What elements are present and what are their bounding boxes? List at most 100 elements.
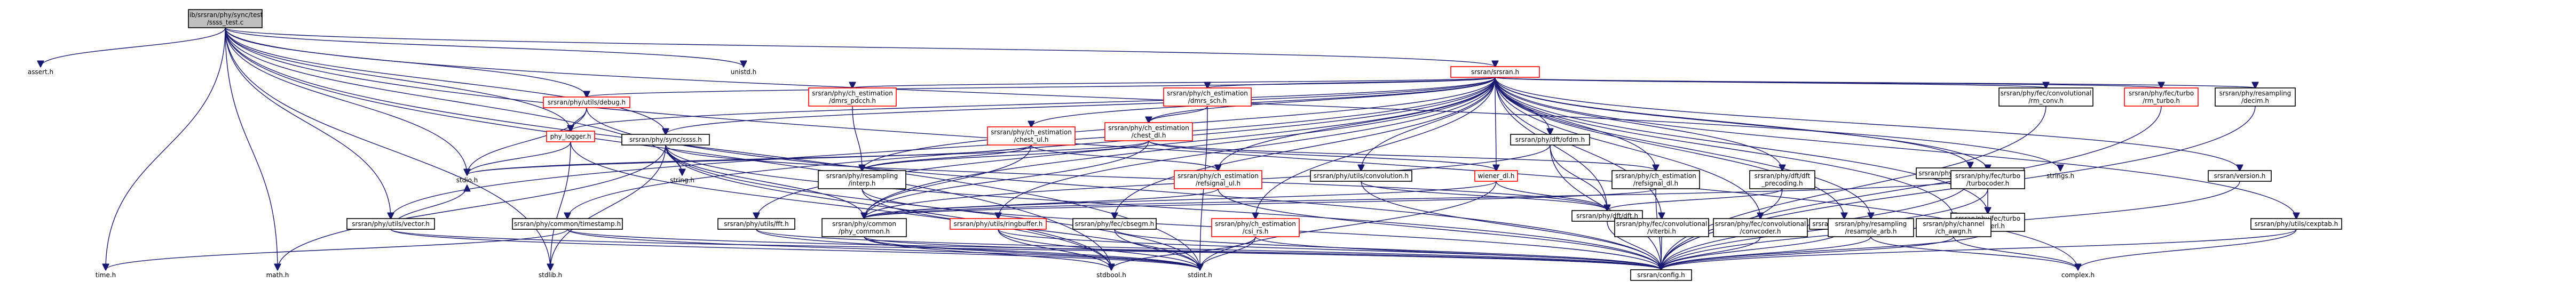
node-string-h: string.h [670,176,694,184]
node-root[interactable]: lib/srsran/phy/sync/test/ssss_test.c [188,9,263,28]
node-label: srsran/phy/sync/ssss.h [629,136,702,143]
edge-srsran_h-to-phy_logger_h [571,77,1496,131]
node-label: srsran/phy/resampling [2219,90,2291,97]
node-refsignal-ul-h[interactable]: srsran/phy/ch_estimation/refsignal_ul.h [1174,170,1262,189]
edge-chest_dl_h-to-resampling_interp_h [862,140,1149,171]
node-dmrs-sch-h[interactable]: srsran/phy/ch_estimation/dmrs_sch.h [1163,87,1252,107]
edge-root-to-unistd_h [225,27,744,67]
node-label: math.h [266,271,289,279]
edge-root-to-srsran_h [225,27,1495,67]
node-cexptab-h[interactable]: srsran/phy/utils/cexptab.h [2250,218,2342,230]
node-resample-arb-h[interactable]: srsran/phy/resampling/resample_arb.h [1828,218,1914,237]
node-srsran-h[interactable]: srsran/srsran.h [1450,66,1540,78]
node-box [543,96,630,108]
node-box [1174,170,1262,189]
node-box [1998,87,2093,107]
edge-phy_logger_h-to-stdlib_h [550,141,571,270]
edge-convolution_h-to-config_h [1361,181,1661,270]
node-timestamp-h[interactable]: srsran/phy/common/timestamp.h [512,218,623,230]
edge-ringbuffer_h-to-stdbool_h [998,229,1111,270]
node-label: srsran/version.h [2214,172,2266,180]
node-label: /ssss_test.c [207,19,244,26]
node-box [1211,218,1300,237]
node-label: srsran/phy/fec/convolutional [2001,90,2092,97]
edge-ringbuffer_h-to-stdint_h [998,229,1200,270]
node-label: /refsignal_ul.h [1196,180,1240,187]
node-ssss-h[interactable]: srsran/phy/sync/ssss.h [621,134,710,146]
node-strings-h: strings.h [2046,172,2074,180]
node-wiener-dl-h[interactable]: wiener_dl.h [1474,170,1518,182]
node-label: srsran/phy/utils/debug.h [548,99,626,106]
node-stdbool-h: stdbool.h [1096,271,1126,279]
node-dft-ofdm-h[interactable]: srsran/phy/dft/ofdm.h [1510,134,1590,146]
edge-fec_conv_rm_conv_h-to-config_h [1661,106,2046,270]
edge-timestamp_h-to-time_h [106,229,568,270]
edge-chest_dl_h-to-wiener_dl_h [1148,140,1496,171]
node-label: lib/srsran/phy/sync/test [188,11,263,19]
node-label: /convcoder.h [1740,228,1781,235]
node-label: complex.h [2061,271,2095,279]
edge-root-to-math_h [225,27,278,270]
node-phy-logger-h[interactable]: phy_logger.h [546,131,595,142]
edge-srsran_h-to-dmrs_sch_h [1207,77,1496,88]
edge-tc_interl_h-to-config_h [1661,231,1988,270]
edge-refsignal_dl_h-to-phy_common_h [864,188,1656,219]
node-label: srsran/phy/utils/cexptab.h [2255,220,2338,228]
node-label: srsran/phy/fec/turbo [1955,172,2020,180]
edge-fec_turbo_rm_turbo_h-to-config_h [1661,106,2162,270]
node-config-h[interactable]: srsran/config.h [1630,269,1692,281]
node-phy-common-h[interactable]: srsran/phy/common/phy_common.h [821,218,907,237]
node-box [987,126,1076,146]
node-label: /csi_rs.h [1243,228,1269,235]
node-ringbuffer-h[interactable]: srsran/phy/utils/ringbuffer.h [950,218,1047,230]
node-label: srsran/srsran.h [1471,68,1519,76]
node-fft-h[interactable]: srsran/phy/utils/fft.h [717,218,795,230]
edge-srsran_h-to-dmrs_pdcch_h [852,77,1496,88]
node-label: srsran/phy/ch_estimation [1615,172,1696,180]
node-version-h[interactable]: srsran/version.h [2208,170,2272,182]
node-fec-turbo-rm-turbo-h[interactable]: srsran/phy/fec/turbo/rm_turbo.h [2124,87,2199,107]
edge-srsran_h-to-wiener_dl_h [1495,77,1496,171]
edge-ssss_h-to-config_h [665,144,1661,270]
node-resampling-interp-h[interactable]: srsran/phy/resampling/interp.h [818,170,906,189]
node-cbsegm-h[interactable]: srsran/phy/fec/cbsegm.h [1072,218,1157,230]
node-convcoder-h[interactable]: srsran/phy/fec/convolutional/convcoder.h [1713,218,1808,237]
edge-srsran_h-to-crc_h [1495,77,1844,219]
node-box [2215,87,2296,107]
edge-srsran_h-to-refsignal_dl_h [1495,77,1656,171]
node-box [346,218,435,230]
edge-timestamp_h-to-stdint_h [567,229,1200,270]
node-box [818,170,906,189]
node-label: srsran/phy/fec/convolutional [1616,220,1708,228]
node-label: srsran/phy/utils/convolution.h [1314,172,1409,180]
node-label: srsran/phy/dft/dft.h [1576,212,1638,220]
node-stdlib-h: stdlib.h [539,271,562,279]
edge-sequence_h-to-phy_common_h [864,178,1971,219]
node-label: srsran/phy/utils/ringbuffer.h [954,220,1043,228]
node-resampling-decim-h[interactable]: srsran/phy/resampling/decim.h [2215,87,2296,107]
node-dmrs-pdcch-h[interactable]: srsran/phy/ch_estimation/dmrs_pdcch.h [808,87,897,107]
node-chest-dl-h[interactable]: srsran/phy/ch_estimation/chest_dl.h [1104,122,1193,141]
node-refsignal-dl-h[interactable]: srsran/phy/ch_estimation/refsignal_dl.h [1611,170,1700,189]
node-ch-awgn-h[interactable]: srsran/phy/channel/ch_awgn.h [1916,218,1992,237]
node-rm-turbo-viterbi-h[interactable]: srsran/phy/fec/convolutional/viterbi.h [1614,218,1709,237]
edge-root-to-stdbool_h [225,27,1111,270]
node-csi-rs-h[interactable]: srsran/phy/ch_estimation/csi_rs.h [1211,218,1300,237]
node-convolution-h[interactable]: srsran/phy/utils/convolution.h [1310,170,1412,182]
edge-ssss_h-to-dft_h [665,144,1607,211]
node-label: srsran/phy/resampling [826,172,898,180]
node-label: /chest_dl.h [1132,132,1166,139]
edge-phy_logger_h-to-stdbool_h [570,141,1111,270]
node-box [546,131,595,142]
node-turbocoder-h[interactable]: srsran/phy/fec/turbo/turbocoder.h [1950,170,2025,189]
node-vector-h[interactable]: srsran/phy/utils/vector.h [346,218,435,230]
edge-dmrs_sch_h-to-chest_dl_h [1149,106,1208,123]
node-dft-precoding-h[interactable]: srsran/phy/dft/dft_precoding.h [1749,170,1815,189]
node-chest-ul-h[interactable]: srsran/phy/ch_estimation/chest_ul.h [987,126,1076,146]
node-time-h: time.h [96,271,116,279]
node-debug-h[interactable]: srsran/phy/utils/debug.h [543,96,630,108]
edge-root-to-vector_h [225,27,391,219]
edge-ssss_h-to-stdlib_h [550,144,666,270]
node-fec-conv-rm-conv-h[interactable]: srsran/phy/fec/convolutional/rm_conv.h [1998,87,2093,107]
node-box [2250,218,2342,230]
